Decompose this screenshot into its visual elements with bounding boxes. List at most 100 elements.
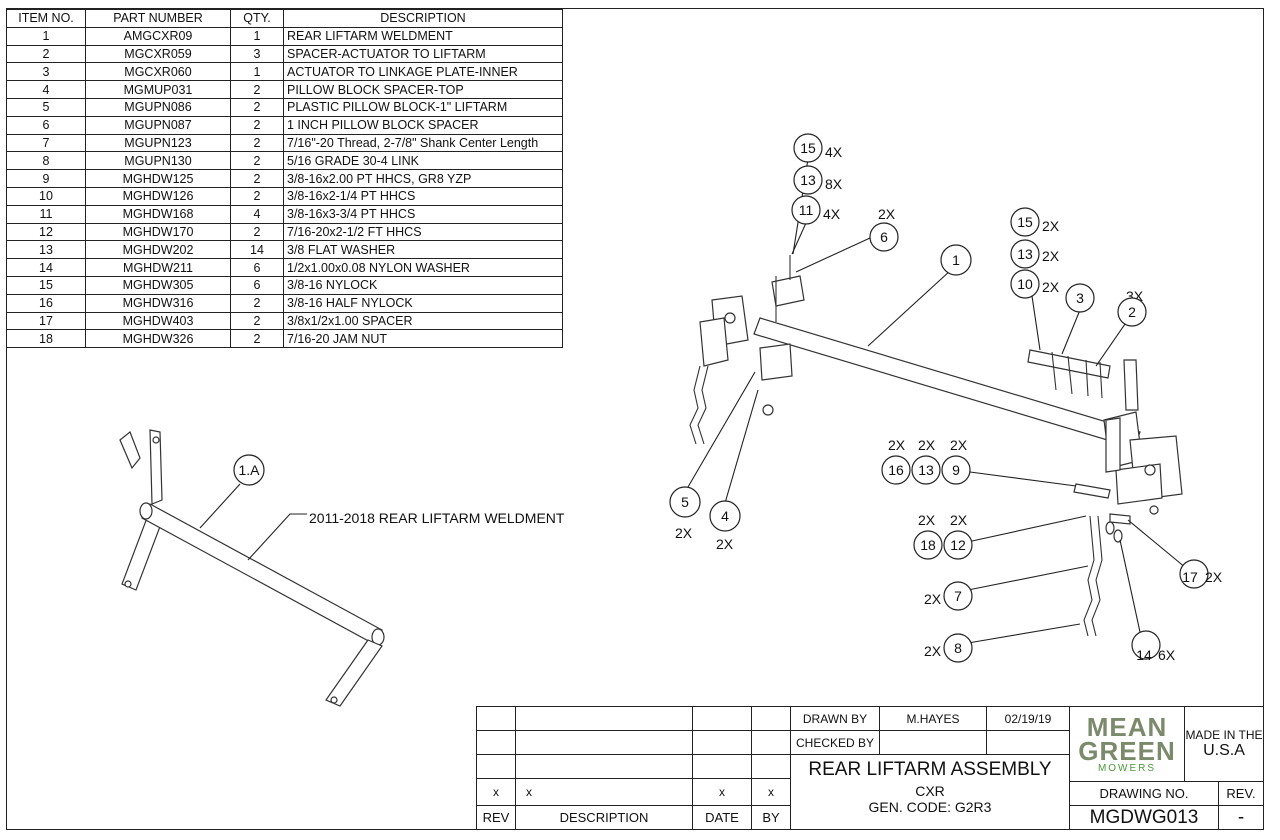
callout-16-2x: 2X 16: [881, 437, 911, 485]
rev-grid-cell: [692, 754, 752, 779]
svg-text:4X: 4X: [823, 206, 841, 222]
bom-description: 7/16"-20 Thread, 2-7/8" Shank Center Len…: [283, 133, 563, 153]
svg-text:18: 18: [920, 537, 936, 553]
svg-text:11: 11: [799, 202, 814, 218]
svg-text:4X: 4X: [825, 144, 843, 160]
rev-grid-cell: [476, 706, 516, 731]
svg-text:6X: 6X: [1158, 647, 1176, 663]
svg-text:12: 12: [950, 537, 966, 553]
svg-text:13: 13: [1017, 246, 1033, 262]
rev-grid-cell: [751, 706, 791, 731]
callout-7-2x: 2X 7: [924, 581, 973, 611]
callout-14-6x: 14 6X: [1131, 630, 1176, 663]
rev-grid-cell: [476, 730, 516, 755]
drawn-by-value: M.HAYES: [879, 706, 987, 731]
logo-text-green: GREEN: [1078, 736, 1176, 767]
callout-8-2x: 2X 8: [924, 633, 973, 663]
rev-grid-cell: [515, 754, 693, 779]
bom-description: 7/16-20 JAM NUT: [283, 329, 563, 349]
bom-description: PILLOW BLOCK SPACER-TOP: [283, 80, 563, 99]
svg-text:9: 9: [952, 462, 960, 478]
svg-text:13: 13: [918, 462, 934, 478]
rev-header-date: DATE: [692, 805, 752, 830]
rev-header-rev: REV: [476, 805, 516, 830]
callout-13-2x: 13 2X: [1010, 239, 1060, 269]
bom-header-row: ITEM NO. PART NUMBER QTY. DESCRIPTION: [6, 9, 563, 28]
bom-part-number: MGHDW316: [85, 293, 231, 313]
title-block: x x x x REV DESCRIPTION DATE BY DRAWN BY…: [476, 706, 1264, 830]
callout-1: 1: [940, 244, 972, 276]
rev-grid-cell: [751, 754, 791, 779]
bom-description: 3/8x1/2x1.00 SPACER: [283, 311, 563, 331]
svg-text:2X: 2X: [1042, 218, 1060, 234]
weldment-label: 2011-2018 REAR LIFTARM WELDMENT: [309, 510, 565, 526]
callout-1a: 1.A: [233, 454, 265, 486]
rev-header-description: DESCRIPTION: [515, 805, 693, 830]
rev-grid-cell: [515, 706, 693, 731]
callout-6-2x: 2X 6: [869, 206, 899, 252]
svg-text:8: 8: [954, 640, 962, 656]
callout-4-2x: 4 2X: [709, 500, 741, 552]
svg-text:13: 13: [800, 172, 816, 188]
svg-text:17: 17: [1182, 569, 1198, 585]
callout-13-2x-b: 2X 13: [911, 437, 941, 485]
bom-description: 7/16-20x2-1/2 FT HHCS: [283, 222, 563, 242]
svg-text:2X: 2X: [950, 512, 968, 528]
callout-5-2x: 5 2X: [669, 486, 701, 541]
svg-text:3: 3: [1076, 290, 1084, 306]
callout-9-2x: 2X 9: [941, 437, 971, 485]
rev-grid-cell: [692, 730, 752, 755]
svg-text:2X: 2X: [1042, 279, 1060, 295]
svg-text:15: 15: [800, 140, 816, 156]
svg-text:2: 2: [1128, 304, 1136, 320]
bom-part-number: MGHDW168: [85, 204, 231, 224]
checked-by-label: CHECKED BY: [790, 730, 880, 755]
rev-label: REV.: [1218, 781, 1264, 806]
svg-text:2X: 2X: [918, 437, 936, 453]
leader-lines: [199, 158, 1187, 644]
company-logo: MEAN GREEN MOWERS: [1069, 706, 1185, 782]
svg-text:7: 7: [954, 588, 962, 604]
svg-text:14: 14: [1136, 647, 1152, 663]
bom-part-number: MGHDW326: [85, 329, 231, 349]
svg-text:2X: 2X: [878, 206, 896, 222]
svg-text:2X: 2X: [1042, 248, 1060, 264]
svg-text:1.A: 1.A: [238, 462, 260, 478]
rev-grid-cell: [692, 706, 752, 731]
svg-text:2X: 2X: [950, 437, 968, 453]
rev-row-rev: x: [476, 778, 516, 806]
svg-text:2X: 2X: [918, 512, 936, 528]
drawing-no-label: DRAWING NO.: [1069, 781, 1219, 806]
bom-description: 3/8-16 NYLOCK: [283, 275, 563, 295]
callout-2-3x: 3X 2: [1117, 288, 1147, 327]
bom-description: 1/2x1.00x0.08 NYLON WASHER: [283, 258, 563, 277]
svg-text:6: 6: [880, 229, 888, 245]
logo-text-mean: MEAN: [1086, 711, 1168, 742]
checked-date: [986, 730, 1070, 755]
drawn-by-label: DRAWN BY: [790, 706, 880, 731]
rev-grid-cell: [515, 730, 693, 755]
callout-15-2x: 15 2X: [1010, 207, 1060, 237]
callout-18-2x: 2X 18: [913, 512, 943, 560]
svg-text:2X: 2X: [924, 643, 942, 659]
made-in-usa: MADE IN THE U.S.A: [1184, 706, 1264, 782]
bom-description: 3/8-16x3-3/4 PT HHCS: [283, 204, 563, 224]
checked-by-value: [879, 730, 987, 755]
rev-grid-cell: [476, 754, 516, 779]
bom-description: 3/8 FLAT WASHER: [283, 240, 563, 260]
rev-grid-cell: [751, 730, 791, 755]
rear-liftarm-assembly: [689, 255, 1183, 637]
callout-13-8x: 13 8X: [793, 165, 843, 195]
